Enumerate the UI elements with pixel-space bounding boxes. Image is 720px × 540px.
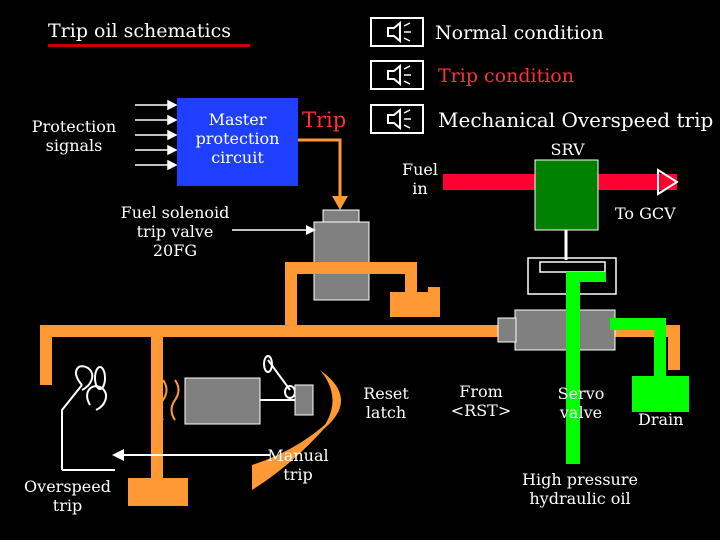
latch-block [294,384,314,416]
protection-signal-arrows [135,99,178,171]
from-rst-label: From <RST> [450,382,512,421]
solenoid-pointer-head [306,225,316,235]
speaker-icon [387,107,411,131]
page-title: Trip oil schematics [48,20,231,42]
trip-signal-line [298,138,342,198]
overspeed-trip-mechanism [61,365,115,471]
drain-label: Drain [638,410,684,429]
servo-valve-body [514,309,616,351]
trip-condition-label[interactable]: Trip condition [438,65,574,87]
srv-label: SRV [550,140,585,159]
protection-signals-label: Protection signals [31,117,117,156]
master-protection-box [177,98,298,186]
overspeed-rod-arrowhead [112,449,124,461]
latch-lever [260,355,296,401]
normal-condition-label[interactable]: Normal condition [435,22,604,44]
solenoid-body [313,221,370,301]
manual-trip-label: Manual trip [267,446,329,485]
trip-signal-arrowhead [332,196,348,210]
fuel-in-label: Fuel in [402,160,438,199]
speaker-icon [387,20,411,44]
title-underline [48,44,250,47]
trip-plunger-body [184,377,261,425]
trip-condition-button[interactable] [370,60,424,90]
plunger-spring [158,379,180,421]
to-gcv-arrow [657,168,679,196]
drain-tank [632,376,689,412]
manual-trip-crescent [252,410,340,490]
srv-piston [539,261,606,273]
fuel-solenoid-label: Fuel solenoid trip valve 20FG [120,203,230,261]
high-pressure-label: High pressure hydraulic oil [522,470,638,509]
speaker-icon [387,63,411,87]
normal-condition-button[interactable] [370,17,424,47]
mechanical-overspeed-trip-label[interactable]: Mechanical Overspeed trip [438,108,714,132]
reset-latch-label: Reset latch [363,384,409,423]
hydraulic-piping [566,272,666,464]
reset-latch-crescent [320,370,341,432]
servo-valve-face [497,317,517,343]
overspeed-trip-label: Overspeed trip [24,477,111,516]
servo-valve-label: Servo valve [557,384,605,423]
trip-label: Trip [302,108,347,132]
mechanical-overspeed-trip-button[interactable] [370,104,424,134]
srv-body [534,159,599,231]
master-protection-label: Master protection circuit [195,110,280,168]
to-gcv-label: To GCV [615,204,676,223]
solenoid-cap [322,209,360,223]
